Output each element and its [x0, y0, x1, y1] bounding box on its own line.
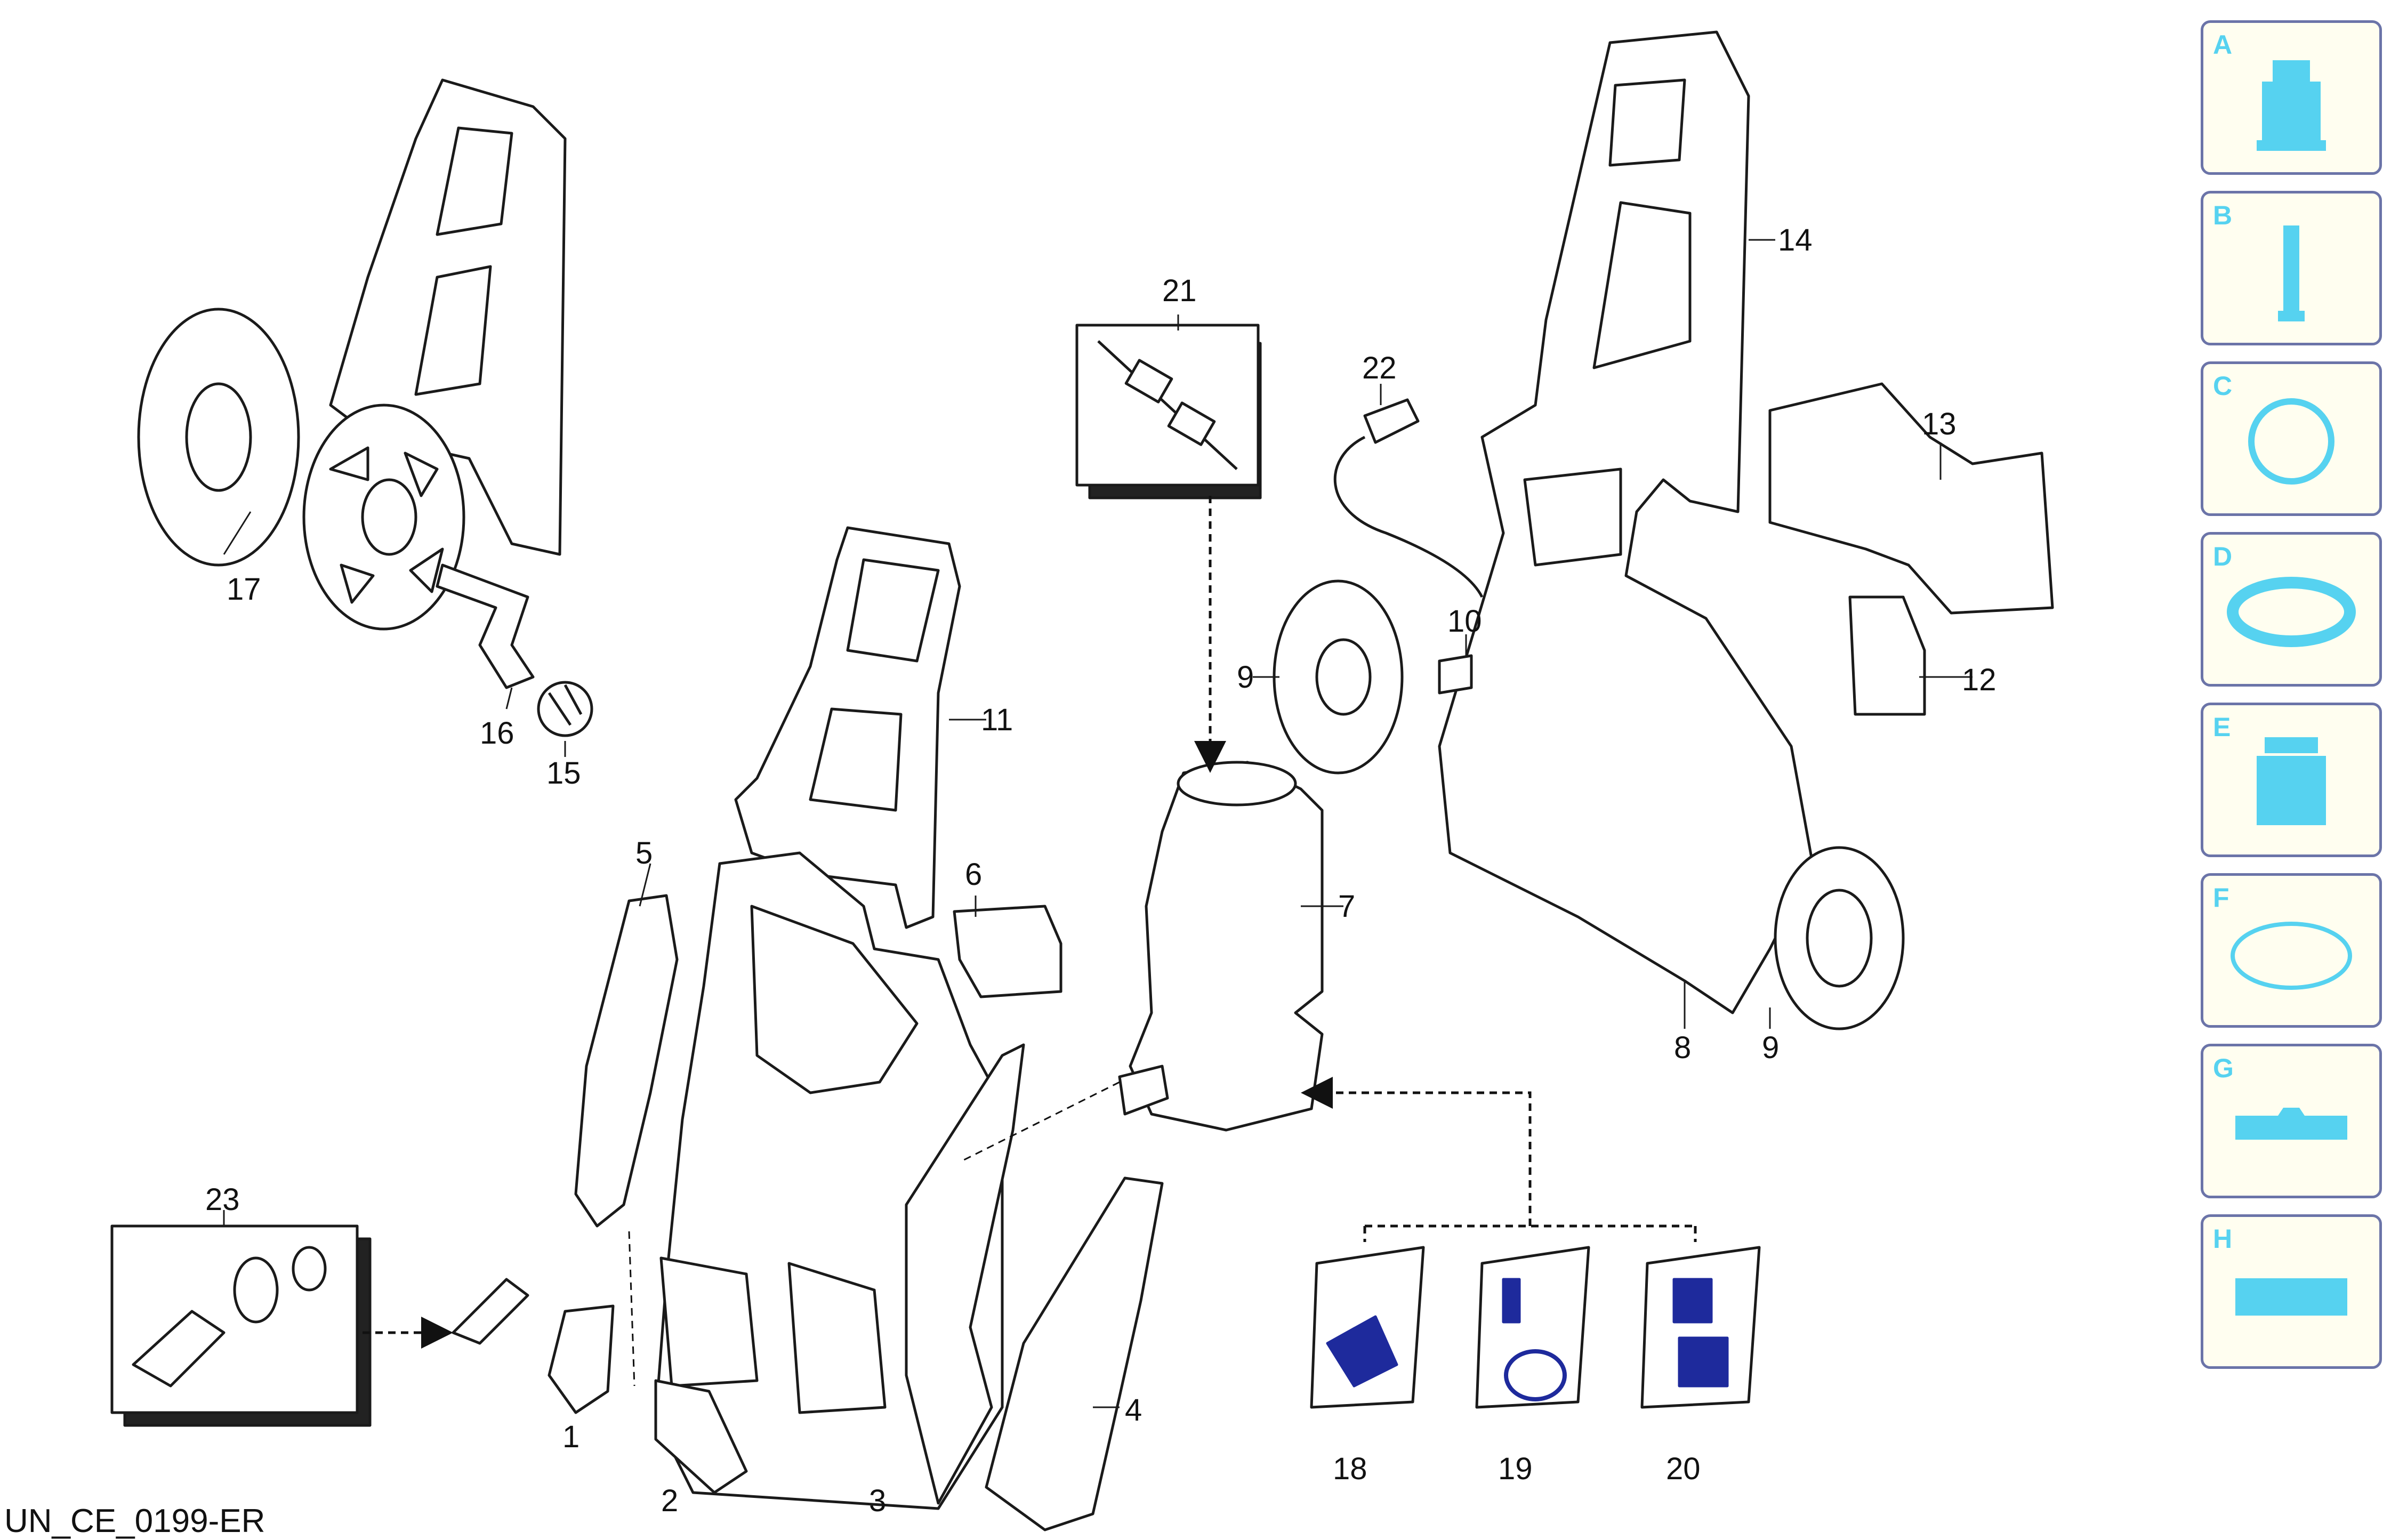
part-label-9a: 9	[1237, 660, 1254, 695]
rear-wheel-large	[1774, 846, 1905, 1030]
seal-kit-contents	[1326, 1278, 1729, 1401]
switch-part	[953, 905, 1062, 998]
accessory-holder	[1768, 382, 2054, 615]
part-labels: 1 2 3 4 5 6 7 8 9 9 10 11 12 13 14 15 16…	[205, 223, 1997, 1518]
part-label-16: 16	[480, 716, 514, 751]
nozzle-assembly-icon	[2257, 60, 2326, 151]
part-label-19: 19	[1498, 1452, 1533, 1486]
part-label-9b: 9	[1762, 1030, 1779, 1065]
legend-letter: H	[2213, 1224, 2233, 1254]
part-label-14: 14	[1778, 223, 1813, 257]
upper-cover	[734, 526, 961, 929]
o-ring-bolted-icon	[2248, 398, 2334, 485]
legend-item-c: C	[2201, 361, 2382, 516]
part-label-21: 21	[1162, 273, 1197, 308]
part-label-13: 13	[1922, 407, 1957, 441]
part-label-10: 10	[1447, 604, 1482, 639]
flat-block-icon	[2235, 1278, 2347, 1316]
part-label-22: 22	[1362, 351, 1397, 385]
flat-seal-icon	[2227, 577, 2356, 647]
notched-block-icon	[2235, 1108, 2347, 1140]
rear-wheel-small	[1273, 579, 1404, 775]
legend-item-e: E	[2201, 703, 2382, 857]
legend-item-g: G	[2201, 1044, 2382, 1198]
part-label-20: 20	[1666, 1452, 1701, 1486]
reel-crank-handle	[436, 563, 535, 689]
part-label-6: 6	[965, 857, 982, 892]
legend-letter: C	[2213, 371, 2233, 401]
part-label-17: 17	[227, 572, 261, 607]
reel-knob	[537, 681, 593, 737]
legend-letter: A	[2213, 30, 2233, 60]
dashed-pointers	[363, 496, 1697, 1386]
part-label-2: 2	[661, 1483, 678, 1518]
part-label-11: 11	[981, 703, 1013, 737]
motor-pump-unit	[1118, 761, 1324, 1132]
front-grille-1	[548, 1304, 615, 1414]
legend-item-b: B	[2201, 191, 2382, 345]
hose-connector	[452, 1278, 529, 1345]
pin-icon	[2278, 225, 2305, 321]
legend-item-h: H	[2201, 1214, 2382, 1369]
part-label-18: 18	[1333, 1452, 1367, 1486]
o-ring-icon	[2231, 922, 2352, 990]
part-label-7: 7	[1338, 889, 1355, 924]
power-cable	[1333, 398, 1484, 598]
legend-item-f: F	[2201, 873, 2382, 1028]
rear-frame	[1438, 30, 1814, 1014]
side-panel-right	[905, 1043, 1025, 1505]
legend-letter: G	[2213, 1053, 2234, 1083]
part-label-5: 5	[635, 836, 653, 870]
seal-kit-bags	[1310, 1246, 1761, 1409]
legend-letter: E	[2213, 712, 2231, 742]
part-label-12: 12	[1962, 663, 1997, 697]
part-label-15: 15	[546, 756, 581, 791]
legend-letter: B	[2213, 200, 2233, 230]
front-grille-2	[654, 1379, 748, 1494]
part-label-3: 3	[869, 1483, 886, 1518]
part-label-23: 23	[205, 1182, 240, 1217]
side-grille-right	[985, 1176, 1164, 1531]
part-label-1: 1	[562, 1420, 579, 1454]
legend-letter: D	[2213, 542, 2233, 571]
part-label-4: 4	[1125, 1393, 1142, 1428]
hose-reel-disc	[137, 308, 465, 631]
legend-letter: F	[2213, 883, 2229, 913]
side-grille-left	[574, 894, 679, 1228]
leader-lines	[223, 239, 1973, 1408]
small-clip	[1438, 654, 1473, 695]
parts-legend: A B C D E F G	[2201, 20, 2384, 1385]
legend-item-d: D	[2201, 532, 2382, 687]
hose-connector-box	[110, 1224, 372, 1427]
part-label-8: 8	[1674, 1030, 1691, 1065]
document-code: UN_CE_0199-ER	[4, 1503, 265, 1539]
legend-item-a: A	[2201, 20, 2382, 175]
carbon-brushes-box	[1075, 324, 1262, 499]
threaded-cap-icon	[2257, 737, 2326, 825]
gun-holder	[1848, 595, 1926, 716]
